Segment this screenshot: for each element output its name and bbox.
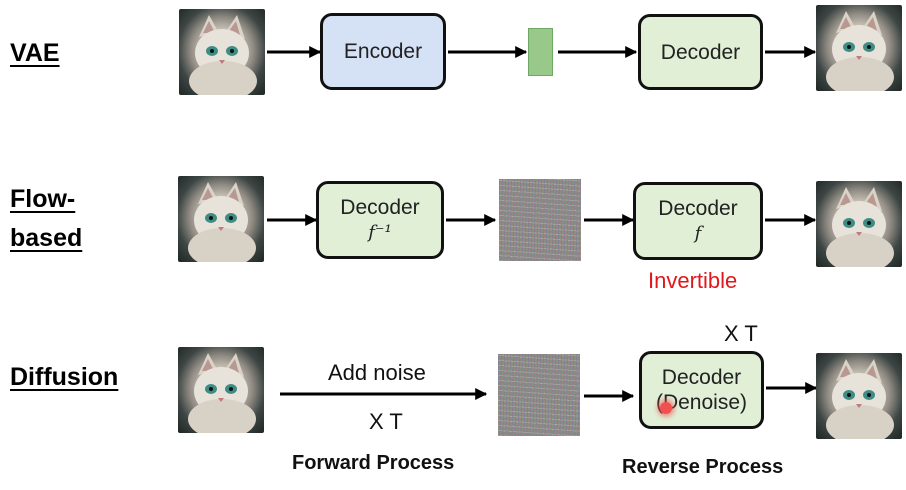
decoder-label: Decoder xyxy=(660,40,741,64)
decoder-box: Decoder f xyxy=(633,182,763,260)
cat-image-icon xyxy=(816,353,902,439)
encoder-label: Encoder xyxy=(343,40,423,63)
arrow-icon xyxy=(446,214,497,226)
arrow-icon xyxy=(584,390,635,402)
latent-vector xyxy=(528,28,553,76)
function-label: f xyxy=(694,223,702,244)
encoder-box: Encoder xyxy=(320,13,446,90)
flow-label-line2: based xyxy=(10,224,83,252)
diffusion-label: Diffusion xyxy=(10,363,119,391)
vae-label: VAE xyxy=(10,39,60,67)
arrow-icon xyxy=(280,388,488,400)
cat-image-icon xyxy=(179,9,265,95)
arrow-icon xyxy=(765,214,817,226)
cat-image-icon xyxy=(178,347,264,433)
denoise-decoder-label: Decoder xyxy=(661,366,742,389)
invertible-note: Invertible xyxy=(648,268,738,293)
reverse-process-caption: Reverse Process xyxy=(622,456,784,478)
arrow-icon xyxy=(267,214,318,226)
forward-repeat-label: X T xyxy=(369,409,403,434)
cat-image-icon xyxy=(816,5,902,91)
cat-image-icon xyxy=(178,176,264,262)
inverse-decoder-label: Decoder xyxy=(340,196,420,219)
decoder-box: Decoder xyxy=(638,14,763,90)
inverse-function-label: f⁻¹ xyxy=(368,222,392,243)
arrow-icon xyxy=(584,214,635,226)
arrow-icon xyxy=(448,46,528,58)
inverse-decoder-box: Decoder f⁻¹ xyxy=(316,181,444,259)
noise-image-icon xyxy=(499,179,581,261)
cat-image-icon xyxy=(816,181,902,267)
forward-process-caption: Forward Process xyxy=(292,452,455,474)
noise-image-icon xyxy=(498,354,580,436)
add-noise-label: Add noise xyxy=(328,360,426,385)
reverse-repeat-label: X T xyxy=(724,321,758,346)
denoise-label: (Denoise) xyxy=(655,391,748,414)
denoise-decoder-box: Decoder (Denoise) xyxy=(639,351,764,429)
decoder-label: Decoder xyxy=(658,197,738,220)
arrow-icon xyxy=(558,46,638,58)
arrow-icon xyxy=(267,46,322,58)
flow-label-line1: Flow- xyxy=(10,185,76,213)
arrow-icon xyxy=(766,382,818,394)
pointer-highlight xyxy=(660,402,672,414)
arrow-icon xyxy=(765,46,817,58)
